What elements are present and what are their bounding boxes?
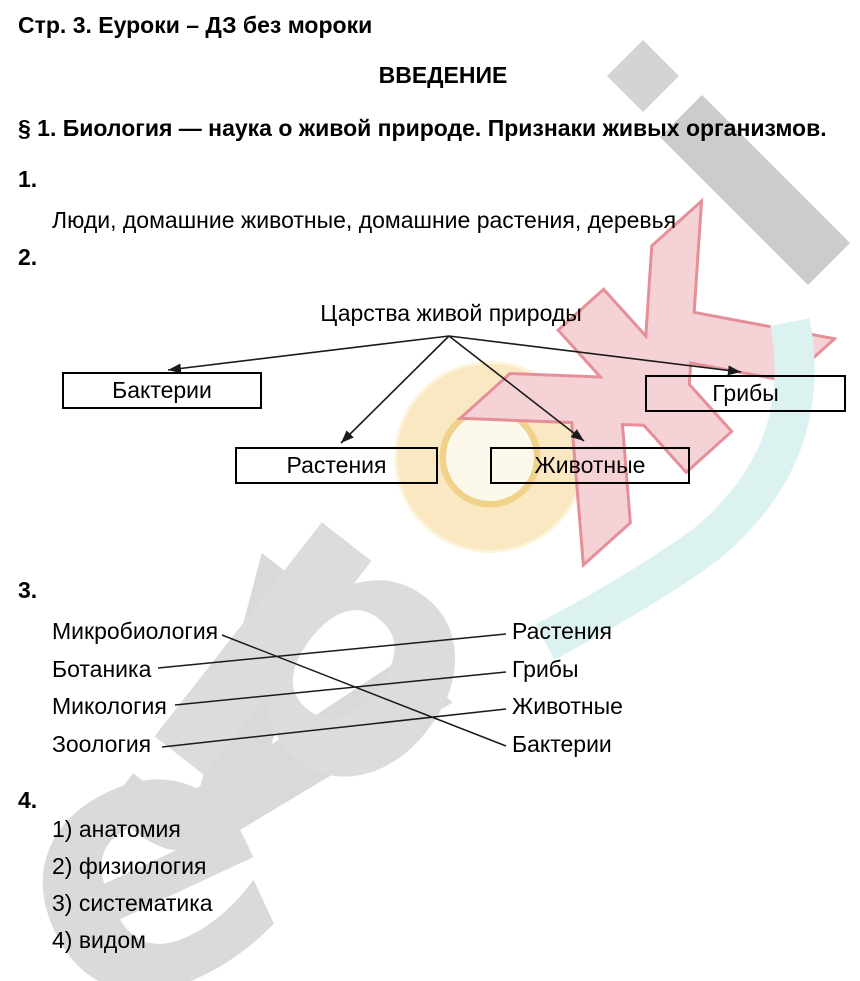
match-line-microbiology-bacteria xyxy=(221,634,507,747)
kingdom-tree-arrows xyxy=(167,335,742,444)
match-left-microbiology: Микробиология xyxy=(52,618,219,644)
watermark-bar xyxy=(660,95,850,285)
q3-number: 3. xyxy=(18,577,38,603)
kingdom-box-plants: Растения xyxy=(235,447,438,484)
kingdom-box-fungi-label: Грибы xyxy=(712,380,779,406)
q2-number: 2. xyxy=(18,244,38,270)
kingdom-box-bacteria-label: Бактерии xyxy=(112,377,212,403)
match-lines xyxy=(157,633,507,748)
watermark-diamond xyxy=(607,40,679,112)
q4-option-4: 4) видом xyxy=(52,927,146,953)
match-line-mycology-fungi xyxy=(174,671,507,706)
arrow-to-bacteria xyxy=(167,335,450,374)
match-left-mycology: Микология xyxy=(52,693,167,719)
match-right-bacteria: Бактерии xyxy=(512,731,612,757)
chapter-title: ВВЕДЕНИЕ xyxy=(378,62,508,88)
page-header: Стр. 3. Еуроки – ДЗ без мороки xyxy=(18,12,373,38)
kingdom-box-plants-label: Растения xyxy=(286,452,387,478)
match-line-botany-plants xyxy=(157,633,507,669)
arrow-to-fungi xyxy=(448,335,742,376)
arrow-to-animals xyxy=(448,335,585,442)
q4-option-1: 1) анатомия xyxy=(52,816,181,842)
match-line-zoology-animals xyxy=(161,708,507,748)
q4-number: 4. xyxy=(18,787,38,813)
match-right-fungi: Грибы xyxy=(512,656,579,682)
watermark-letter-i-swoosh xyxy=(535,318,815,660)
q1-number: 1. xyxy=(18,166,38,192)
kingdom-box-animals-label: Животные xyxy=(534,452,646,478)
kingdom-box-animals: Животные xyxy=(490,447,690,484)
arrow-to-plants xyxy=(340,335,450,444)
kingdom-box-bacteria: Бактерии xyxy=(62,372,262,409)
match-right-plants: Растения xyxy=(512,618,612,644)
section-title: § 1. Биология — наука о живой природе. П… xyxy=(18,115,827,141)
match-left-botany: Ботаника xyxy=(52,656,152,682)
q4-option-2: 2) физиология xyxy=(52,853,207,879)
kingdom-box-fungi: Грибы xyxy=(645,375,846,412)
q1-answer: Люди, домашние животные, домашние растен… xyxy=(52,207,677,233)
q4-option-3: 3) систематика xyxy=(52,890,213,916)
match-left-zoology: Зоология xyxy=(52,731,152,757)
diagram-root-label: Царства живой природы xyxy=(320,300,582,326)
match-right-animals: Животные xyxy=(512,693,623,719)
